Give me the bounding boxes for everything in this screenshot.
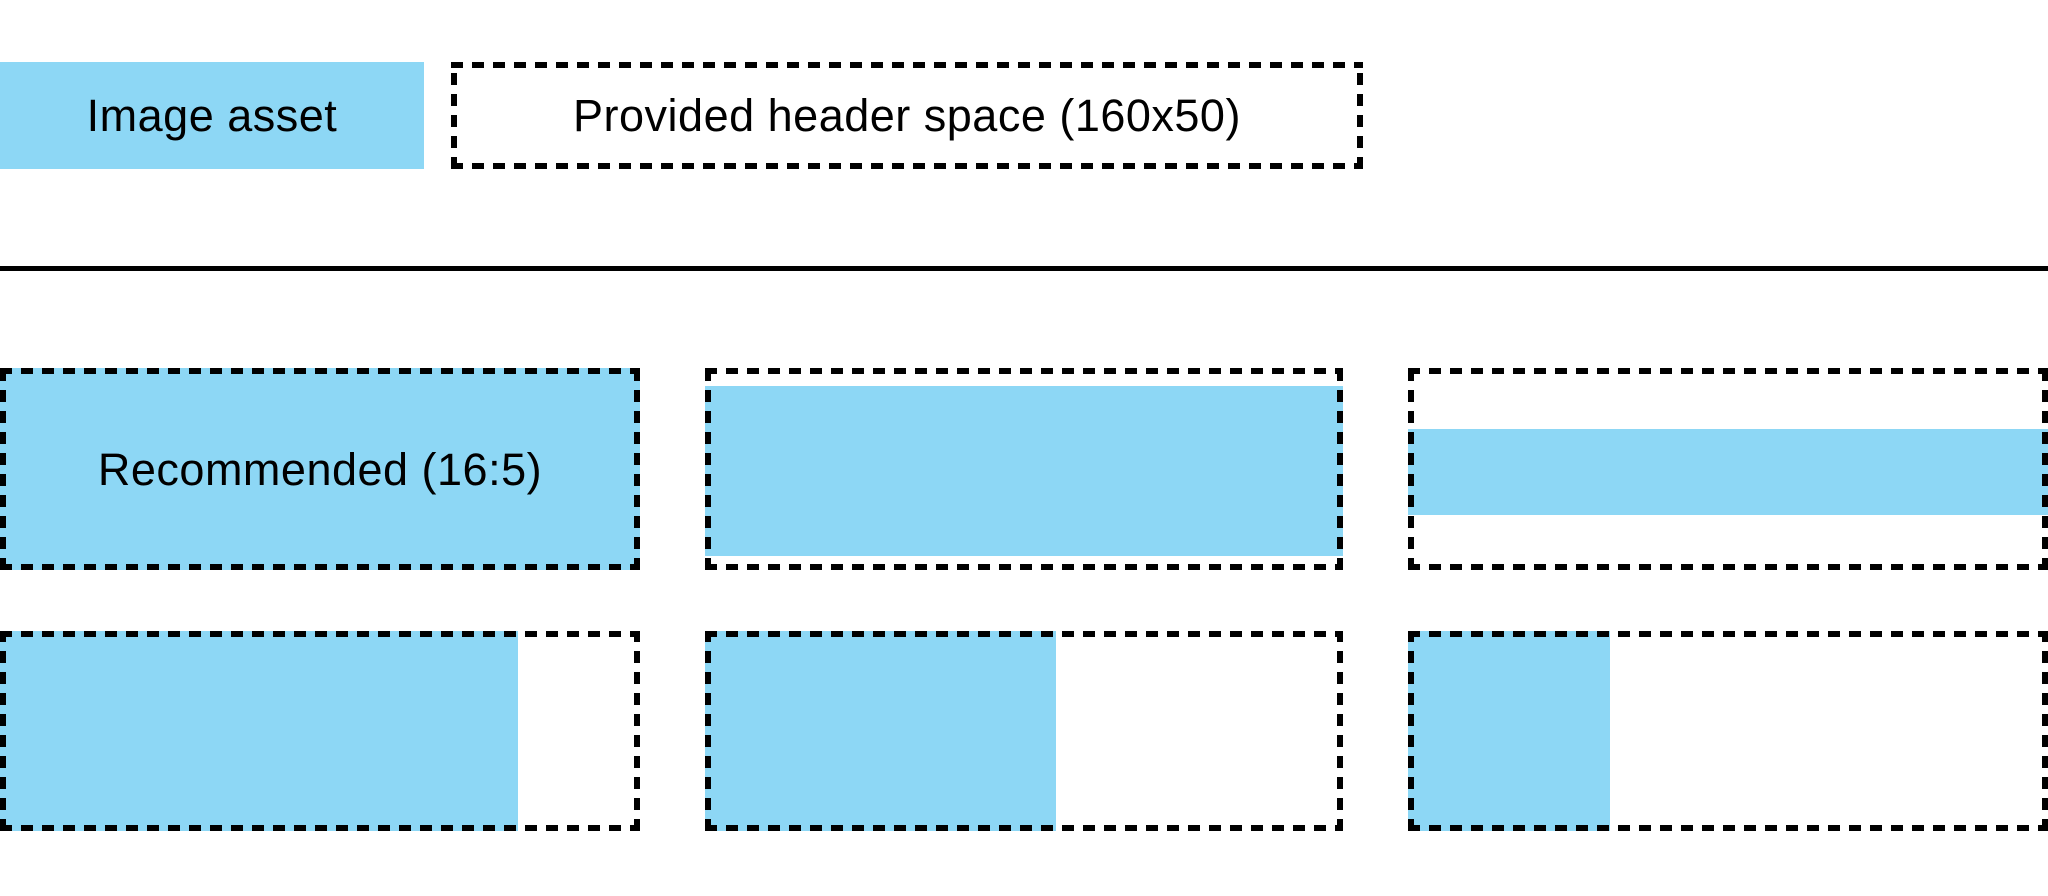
recommended-label: Recommended (16:5) [97, 443, 543, 495]
asset-fill [1408, 631, 1610, 831]
asset-fill [705, 631, 1056, 831]
legend-image-asset-label: Image asset [86, 90, 338, 141]
asset-fill [0, 631, 519, 831]
example-full-height-narrow [1408, 631, 2048, 831]
example-full-height-wide [0, 631, 640, 831]
legend-header-space-label: Provided header space (160x50) [573, 90, 1241, 141]
section-divider-line [0, 266, 2048, 271]
example-full-width-shorter [705, 368, 1343, 570]
legend-header-space-box: Provided header space (160x50) [451, 62, 1363, 169]
example-recommended-16-5: Recommended (16:5) [0, 368, 640, 570]
example-full-width-thin-strip [1408, 368, 2048, 570]
legend-image-asset-swatch: Image asset [0, 62, 424, 169]
example-full-height-medium [705, 631, 1343, 831]
asset-fill [705, 386, 1343, 556]
asset-fill [1408, 428, 2048, 516]
